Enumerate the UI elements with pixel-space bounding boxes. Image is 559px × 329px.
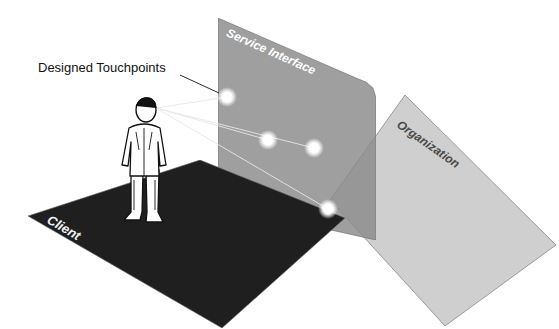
plane-shape <box>28 160 345 328</box>
plane-outline <box>28 160 345 328</box>
touchpoint-glow <box>318 199 338 219</box>
person-head <box>136 98 156 122</box>
touchpoint-glow <box>304 138 324 158</box>
sight-line <box>156 97 227 108</box>
person-leg <box>146 170 163 222</box>
leader-line <box>180 75 219 93</box>
sight-line <box>156 108 328 209</box>
person-detail <box>136 128 152 176</box>
person-hair <box>136 98 156 108</box>
sight-line <box>156 108 314 148</box>
touchpoint-glow <box>217 87 237 107</box>
touchpoint-dot <box>309 143 319 153</box>
touchpoint-dot <box>323 204 333 214</box>
touchpoint-dot <box>263 135 273 145</box>
client-floor: Client <box>28 160 345 328</box>
sight-line <box>156 108 268 140</box>
touchpoint-dot <box>222 92 232 102</box>
touchpoint-glow <box>258 130 278 150</box>
callout-label: Designed Touchpoints <box>38 61 166 75</box>
person-leg <box>124 170 143 220</box>
person-detail <box>134 180 155 210</box>
person-figure <box>122 98 166 222</box>
person-torso <box>122 124 166 176</box>
